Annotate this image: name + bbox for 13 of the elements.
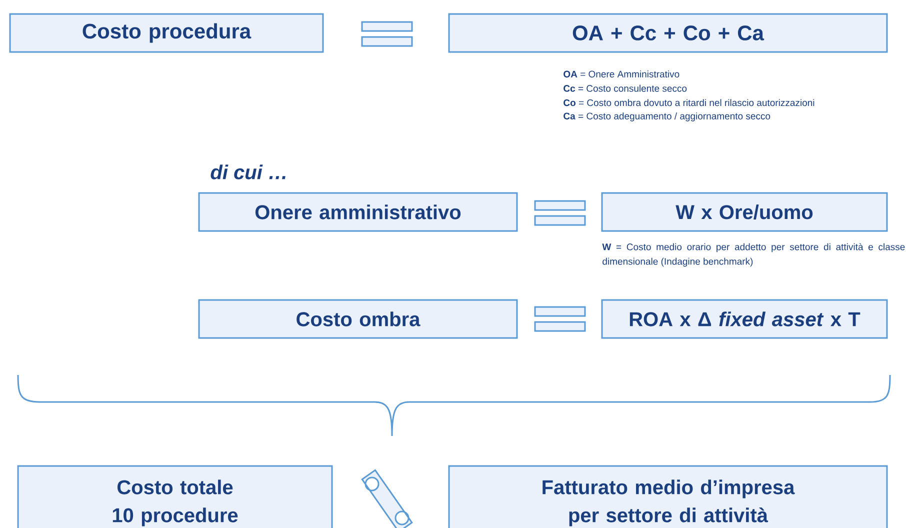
legend-text: Co = Costo ombra dovuto a ritardi nel rilascio autorizzazioni <box>564 99 814 106</box>
formula-box: Costo procedura <box>9 13 324 53</box>
note-text: W = Costo medio orario per addetto per settore di attività e classe dimensionale (Indagine benchmark) <box>602 243 905 267</box>
formula-box: Costo totale 10 procedure <box>17 465 333 528</box>
formula-box: Fatturato medio d’impresa per settore di attività <box>448 465 888 528</box>
legend-text: OA = Onere Amministrativo <box>564 70 680 78</box>
legend-text: Ca = Costo adeguamento / aggiornamento secco <box>564 112 770 122</box>
formula-box: Costo ombra <box>198 299 518 339</box>
formula-box: ROA x Δ fixed asset x T <box>601 299 888 339</box>
formula-box: OA + Cc + Co + Ca <box>448 13 888 53</box>
formula-box: Onere amministrativo <box>198 192 518 232</box>
legend-text: Cc = Costo consulente secco <box>564 84 687 92</box>
formula-box: W x Ore/uomo <box>601 192 888 232</box>
